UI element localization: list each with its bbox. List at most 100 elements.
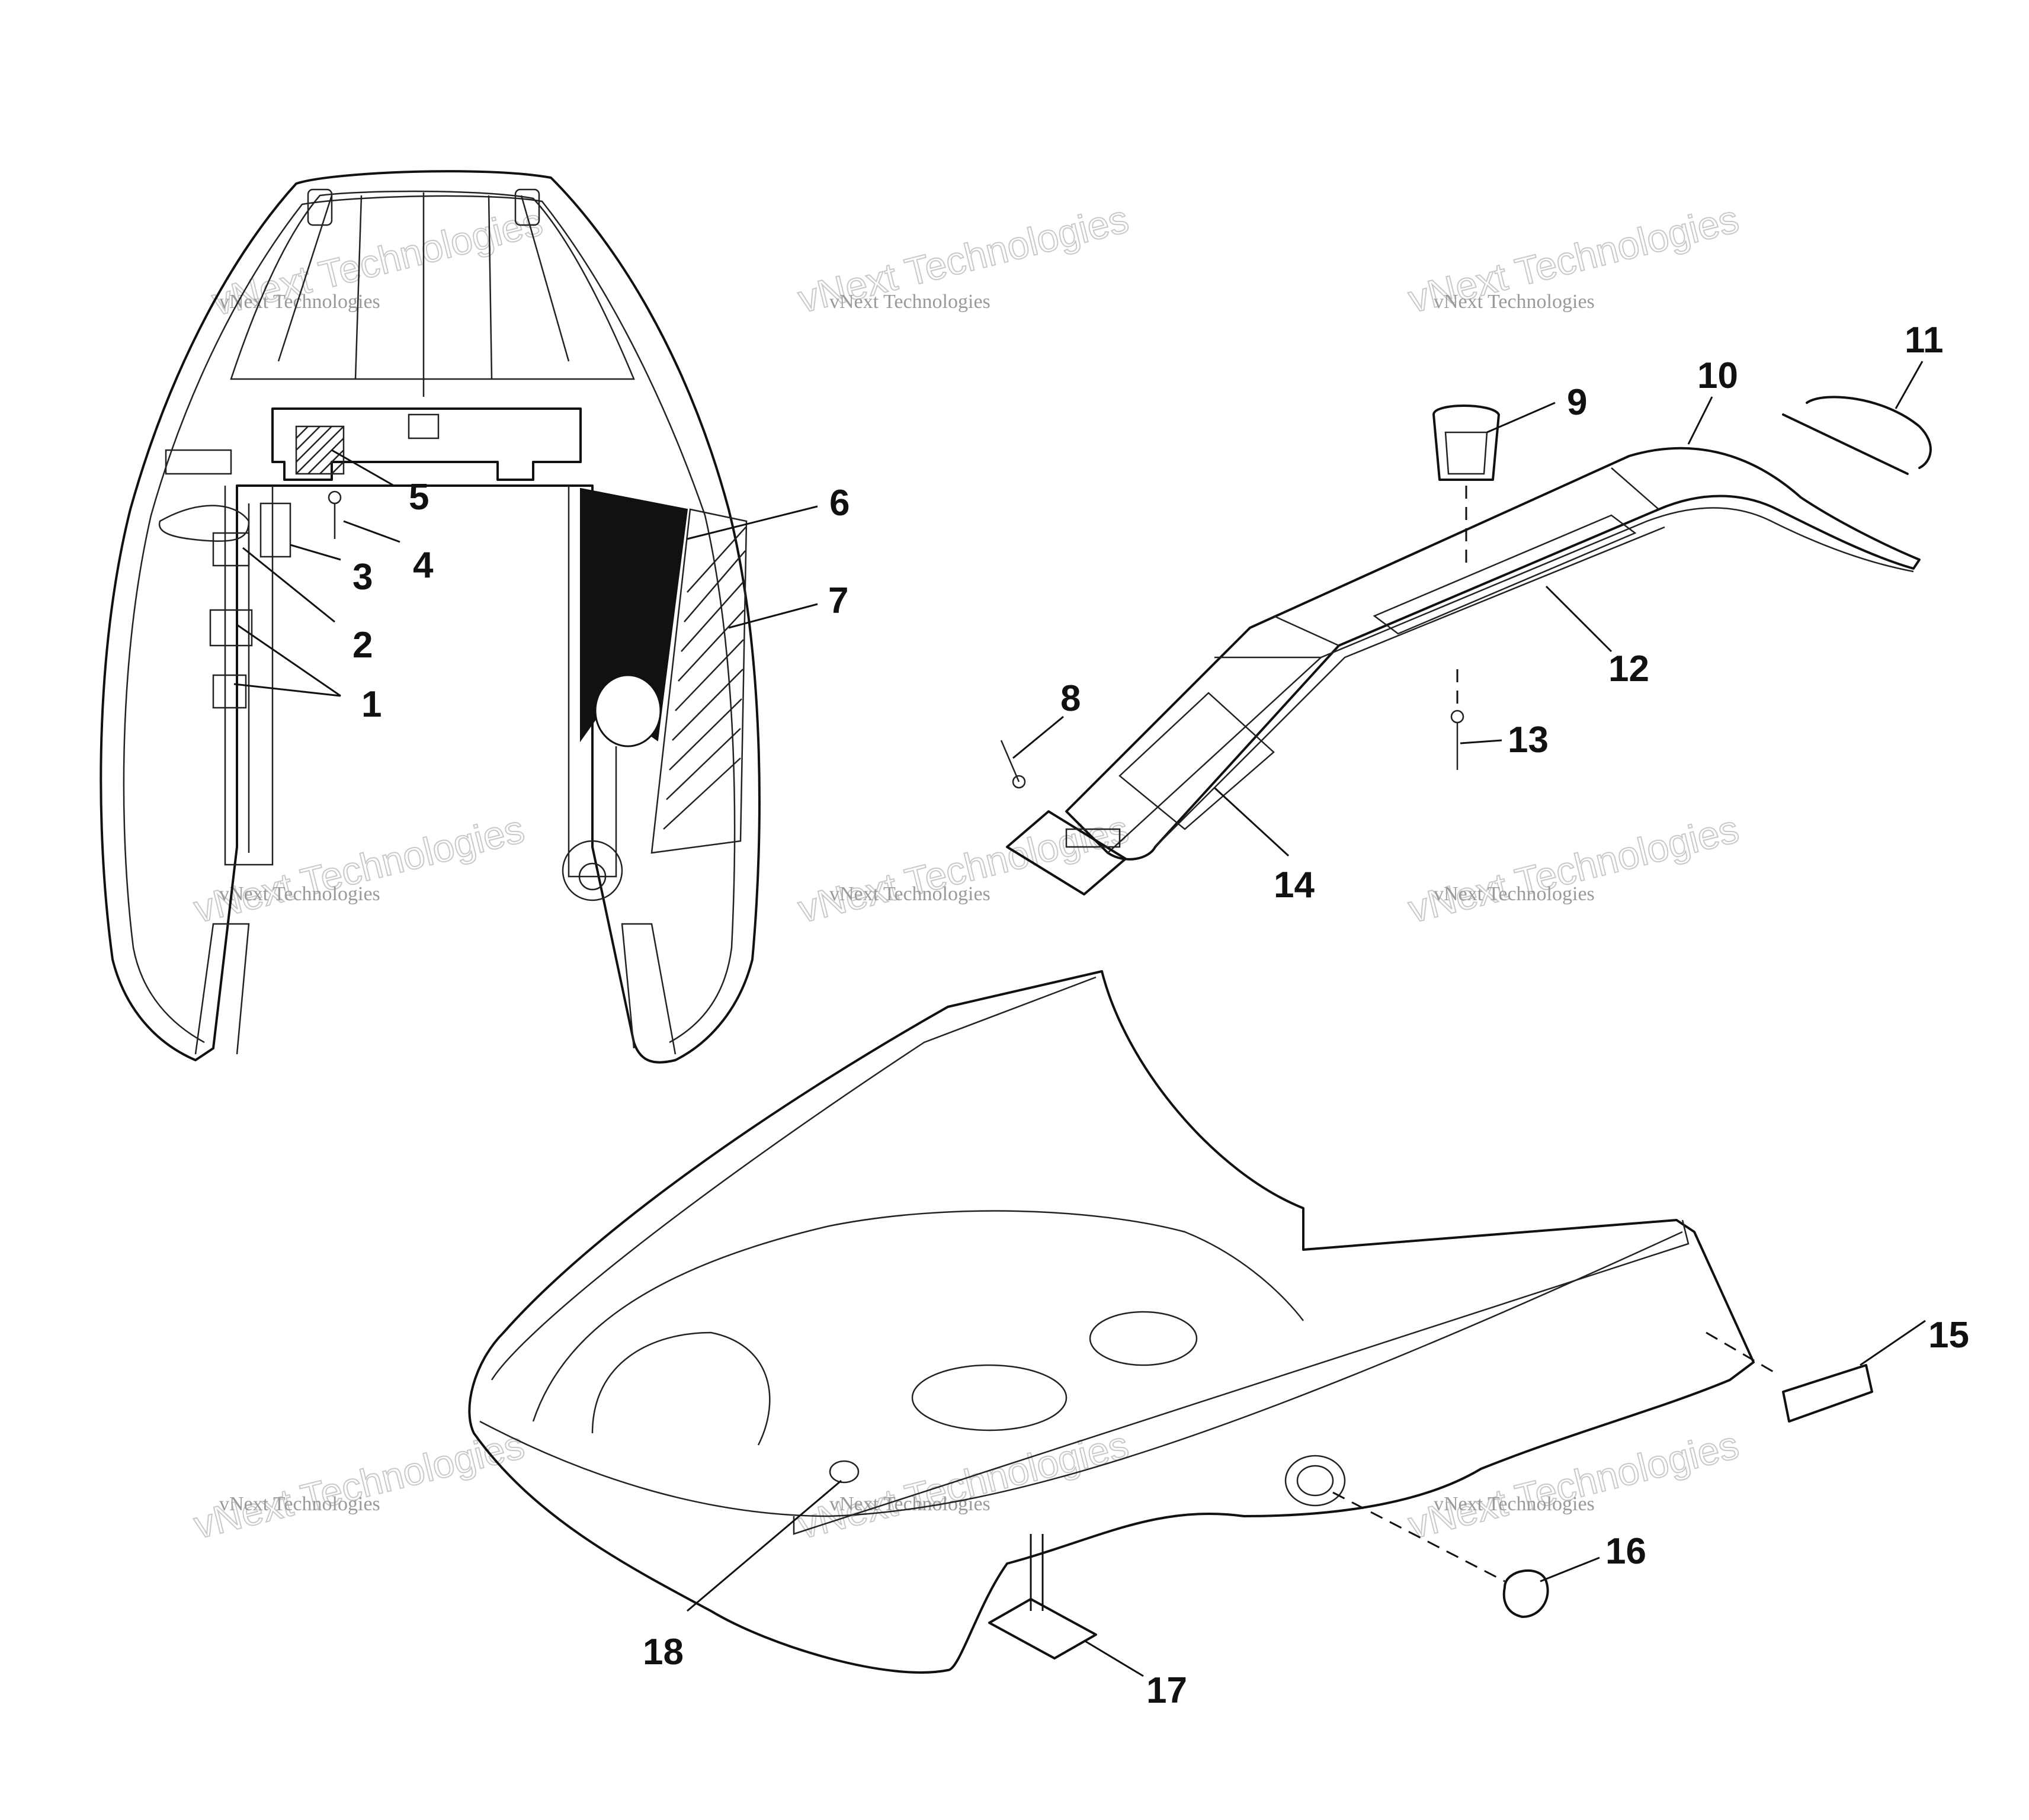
leader-17 [1084, 1639, 1144, 1677]
callout-9: 9 [1567, 382, 1587, 423]
callout-11: 11 [1905, 320, 1944, 361]
part-10-cover [1065, 447, 1921, 861]
pan-nose-rib [488, 195, 493, 380]
part-15-guide-line [1706, 1331, 1778, 1375]
part-11-cable [1782, 396, 1932, 475]
part-7-hatched-panel [650, 508, 748, 854]
callout-14: 14 [1274, 865, 1315, 906]
callout-6: 6 [829, 483, 850, 524]
part-10-cover-fold [1611, 467, 1659, 510]
callout-8: 8 [1060, 678, 1081, 719]
pan-mount-tab [307, 188, 333, 226]
leader-8 [1012, 715, 1064, 759]
svg-text:vNext Technologies: vNext Technologies [190, 1423, 528, 1547]
part-8-hinge-plate [1006, 810, 1127, 895]
leader-6 [687, 505, 818, 540]
callout-1: 1 [361, 684, 382, 725]
part-8-rivet-head [1012, 775, 1026, 789]
leader-2 [242, 547, 335, 623]
part-17-bracket [988, 1598, 1097, 1659]
callout-15: 15 [1928, 1315, 1969, 1356]
pan-mount-tab [514, 188, 540, 226]
leader-14 [1213, 787, 1290, 857]
pan-left-saddle [158, 505, 250, 542]
pan-drain-hole [578, 862, 607, 891]
callout-10: 10 [1697, 355, 1738, 396]
svg-text:vNext Technologies: vNext Technologies [1404, 807, 1743, 931]
pan-nose-rib [277, 195, 333, 362]
part-10-cover-edge [1107, 507, 1914, 853]
part-1-label [212, 674, 247, 709]
watermark: vNext Technologies [219, 883, 380, 905]
watermark: vNext Technologies [793, 806, 1133, 932]
watermark: vNext Technologies [1403, 806, 1743, 932]
watermark: vNext Technologies [829, 291, 991, 313]
part-18-clip [829, 1460, 860, 1484]
part-8-hinge-barrel [1065, 828, 1121, 848]
part-7-hatch [663, 527, 746, 830]
part-9-clip [1432, 405, 1500, 481]
callout-16: 16 [1605, 1531, 1646, 1572]
part-1-label [209, 609, 253, 647]
hood-grommet-hole [1284, 1455, 1346, 1507]
leader-lines [233, 361, 1926, 1677]
callout-5: 5 [409, 477, 429, 518]
part-13-rivet-head [1450, 710, 1464, 724]
part-3-clip [259, 502, 291, 558]
leader-7 [728, 603, 818, 629]
pan-cross-member [271, 407, 582, 481]
pan-left-bracket [165, 449, 232, 475]
pan-drain-ring [562, 840, 623, 901]
leader-3 [290, 544, 341, 561]
leader-18 [687, 1479, 842, 1612]
hood-windshield-lip [479, 1231, 1683, 1517]
pan-inner-rim [230, 190, 635, 380]
leader-11 [1895, 361, 1924, 409]
hood-top-edge [491, 976, 1097, 1381]
leader-10 [1687, 396, 1713, 445]
watermark: vNext Technologies [1434, 291, 1595, 313]
hood-interior-contour [591, 1331, 771, 1446]
watermark: vNext Technologies [1434, 883, 1595, 905]
callout-12: 12 [1608, 649, 1649, 689]
pan-right-channel [568, 486, 617, 878]
part-16-guide-line [1332, 1491, 1505, 1583]
hood-vent-opening [911, 1364, 1068, 1431]
callout-13: 13 [1508, 720, 1549, 760]
leader-16 [1540, 1556, 1600, 1583]
watermark: vNext Technologies [219, 1493, 380, 1515]
hood-interior-contour [532, 1210, 1304, 1422]
part-8-rivet [1000, 740, 1020, 782]
leader-15 [1860, 1320, 1926, 1366]
leader-13 [1460, 739, 1502, 744]
watermark: vNext Technologies [189, 1422, 529, 1548]
leader-1 [233, 624, 341, 697]
svg-text:vNext Technologies: vNext Technologies [794, 807, 1133, 931]
callout-3: 3 [352, 557, 373, 598]
callout-18: 18 [643, 1632, 684, 1673]
callout-2: 2 [352, 625, 373, 666]
leader-12 [1545, 585, 1613, 653]
pan-outer-shell [100, 170, 761, 1064]
part-15-reflector [1782, 1364, 1873, 1423]
bottom-pan-underside-view [100, 170, 761, 1064]
part-12-decal [1373, 514, 1637, 635]
pan-nose-rib [520, 195, 570, 362]
leader-9 [1486, 402, 1556, 434]
leader-4 [343, 520, 400, 543]
svg-text:vNext Technologies: vNext Technologies [190, 807, 528, 931]
watermark: vNext Technologies [189, 806, 529, 932]
watermark: vNext Technologies [1403, 1422, 1743, 1548]
part-9-clip-inner [1444, 431, 1488, 475]
part-10-cover-fold [1273, 615, 1339, 647]
callout-17: 17 [1146, 1670, 1187, 1711]
part-5-hatch [296, 426, 344, 474]
pan-center-bracket [408, 413, 440, 439]
cover-assembly-view [1000, 396, 1932, 895]
callout-7: 7 [828, 580, 848, 621]
hood-rail [793, 1219, 1690, 1535]
pan-left-runner [194, 923, 250, 1055]
hood-outer-shell [468, 970, 1755, 1674]
watermark: vNext Technologies [1434, 1493, 1595, 1515]
